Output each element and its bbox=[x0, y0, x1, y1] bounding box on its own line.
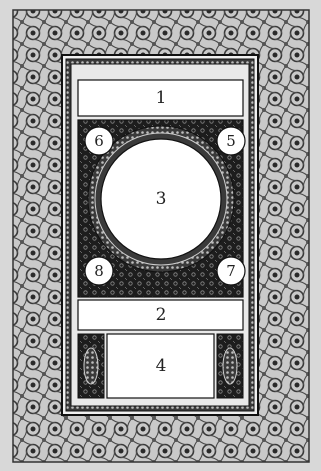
panel-6-label: 6 bbox=[94, 132, 104, 150]
panel-1-label: 1 bbox=[156, 88, 167, 108]
right-almond-ornament bbox=[223, 348, 237, 384]
panel-7-label: 7 bbox=[226, 262, 236, 280]
panel-2-label: 2 bbox=[156, 305, 167, 325]
panel-4-label: 4 bbox=[156, 356, 167, 376]
panel-8-label: 8 bbox=[94, 262, 104, 280]
panel-3-label: 3 bbox=[156, 189, 167, 209]
panel-5-label: 5 bbox=[226, 132, 236, 150]
left-almond-ornament bbox=[84, 348, 98, 384]
